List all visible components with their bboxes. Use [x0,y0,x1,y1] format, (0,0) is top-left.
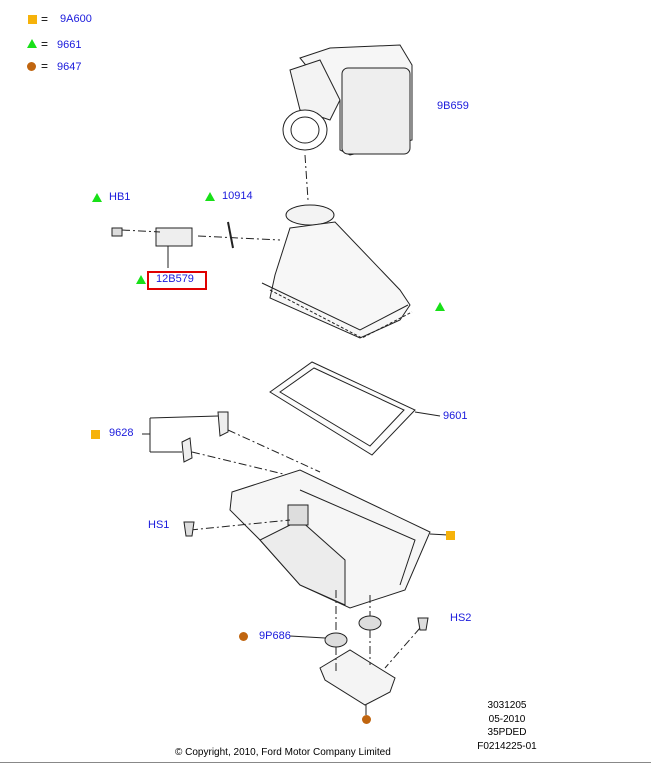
callout-9628[interactable]: 9628 [109,427,134,439]
legend-part-9a600: 9A600 [60,13,92,25]
triangle-symbol-icon [205,192,215,201]
callout-9p686[interactable]: 9P686 [259,630,291,642]
triangle-symbol-icon [435,302,445,311]
circle-symbol-icon [27,62,36,71]
highlighted-part-box [147,271,207,290]
callout-hs1[interactable]: HS1 [148,519,170,531]
callout-10914[interactable]: 10914 [222,190,253,202]
triangle-symbol-icon [27,39,37,48]
mass-airflow-sensor-drawing [111,221,281,268]
circle-symbol-icon [239,632,248,641]
legend-part-9661: 9661 [57,39,82,51]
clips-drawing [142,411,321,479]
callout-9b659[interactable]: 9B659 [437,100,469,112]
drawing-codes: 3031205 05-2010 35PDED F0214225-01 [452,699,562,753]
code-line: 35PDED [487,727,527,738]
outlet-tube-drawing [282,44,413,156]
code-line: F0214225-01 [477,740,537,752]
square-symbol-icon [28,15,37,24]
legend-equals: = [41,37,49,51]
upper-housing-drawing [261,204,413,339]
callout-9601[interactable]: 9601 [443,410,468,422]
square-symbol-icon [91,430,100,439]
triangle-symbol-icon [136,275,146,284]
bracket-drawing [319,617,429,715]
square-symbol-icon [446,531,455,540]
code-line: 05-2010 [488,713,526,725]
circle-symbol-icon [362,715,371,724]
copyright-footer: © Copyright, 2010, Ford Motor Company Li… [175,747,391,758]
legend-part-9647: 9647 [57,61,82,73]
bottom-divider [0,762,651,763]
callout-hb1[interactable]: HB1 [109,191,131,203]
callout-hs2[interactable]: HS2 [450,612,472,624]
code-line: 3031205 [487,700,527,711]
callout-12b579[interactable]: 12B579 [156,273,194,285]
triangle-symbol-icon [92,193,102,202]
legend-equals: = [41,59,49,73]
legend-equals: = [41,12,49,26]
lower-housing-drawing [229,469,449,609]
air-filter-element-drawing [269,361,441,456]
